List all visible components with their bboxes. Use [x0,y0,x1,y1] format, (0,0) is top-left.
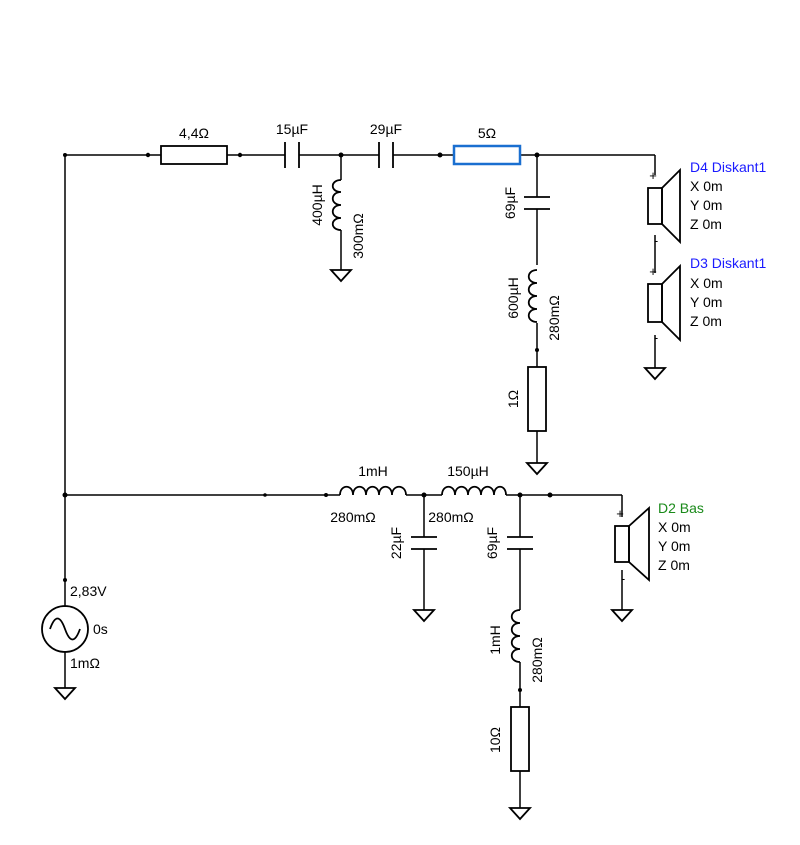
ground-symbol [411,609,437,623]
resistor-r4[interactable]: 10Ω [487,706,530,772]
ground-symbol [642,367,668,381]
resistor-r1[interactable]: 4,4Ω [160,125,228,165]
capacitor-c2[interactable]: 29µF [370,121,402,168]
inductor-l4[interactable]: 150µH 280mΩ [428,463,507,525]
resistor-r2[interactable]: 5Ω [452,125,522,166]
d2-y-label: Y 0m [658,538,690,554]
minus-sign: - [654,233,658,248]
c5-value-label: 69µF [484,527,500,559]
ground-symbol [52,687,78,701]
speaker-d3[interactable]: + - D3 Diskant1 X 0m Y 0m Z 0m [647,255,766,345]
l1-resistance-label: 300mΩ [350,213,366,259]
d3-name-label: D3 Diskant1 [690,255,766,271]
plus-sign: + [649,168,657,183]
speaker-d2[interactable]: + - D2 Bas X 0m Y 0m Z 0m [614,500,704,586]
c2-value-label: 29µF [370,121,402,137]
wires [64,154,656,808]
l5-resistance-label: 280mΩ [529,637,545,683]
c4-value-label: 22µF [388,527,404,559]
capacitor-c1[interactable]: 15µF [276,121,308,168]
d2-name-label: D2 Bas [658,500,704,516]
inductor-l3[interactable]: 1mH 280mΩ [330,463,407,525]
capacitor-c5[interactable]: 69µF [484,527,533,559]
inductor-l2[interactable]: 600µH 280mΩ [505,269,562,341]
inductor-l1[interactable]: 400µH 300mΩ [309,179,366,259]
l2-value-label: 600µH [505,277,521,319]
c3-value-label: 69µF [502,187,518,219]
d3-x-label: X 0m [690,275,723,291]
voltage-source[interactable]: 2,83V 0s 1mΩ [41,583,108,671]
l3-resistance-label: 280mΩ [330,509,376,525]
r4-value-label: 10Ω [487,727,503,753]
plus-sign: + [616,506,624,521]
capacitor-c3[interactable]: 69µF [502,187,550,219]
inductor-l5[interactable]: 1mH 280mΩ [487,609,545,683]
speaker-d4[interactable]: + - D4 Diskant1 X 0m Y 0m Z 0m [647,159,766,248]
d3-y-label: Y 0m [690,294,722,310]
ground-symbol [328,269,354,283]
l5-value-label: 1mH [487,625,503,655]
r2-value-label: 5Ω [478,125,496,141]
source-resistance-label: 1mΩ [70,655,100,671]
d2-z-label: Z 0m [658,557,690,573]
l3-value-label: 1mH [358,463,388,479]
r1-value-label: 4,4Ω [179,125,209,141]
minus-sign: - [654,330,658,345]
source-delay-label: 0s [93,621,108,637]
ground-symbol [524,462,550,476]
minus-sign: - [621,571,625,586]
resistor-r3[interactable]: 1Ω [505,366,547,432]
d4-z-label: Z 0m [690,216,722,232]
junctions [62,152,553,692]
l4-value-label: 150µH [447,463,489,479]
d4-x-label: X 0m [690,178,723,194]
ground-symbol [609,609,635,623]
source-voltage-label: 2,83V [70,583,107,599]
l4-resistance-label: 280mΩ [428,509,474,525]
ground-symbol [507,807,533,821]
l2-resistance-label: 280mΩ [546,295,562,341]
l1-value-label: 400µH [309,184,325,226]
d3-z-label: Z 0m [690,313,722,329]
d4-y-label: Y 0m [690,197,722,213]
plus-sign: + [649,264,657,279]
c1-value-label: 15µF [276,121,308,137]
capacitor-c4[interactable]: 22µF [388,527,437,559]
r3-value-label: 1Ω [505,390,521,408]
d4-name-label: D4 Diskant1 [690,159,766,175]
d2-x-label: X 0m [658,519,691,535]
